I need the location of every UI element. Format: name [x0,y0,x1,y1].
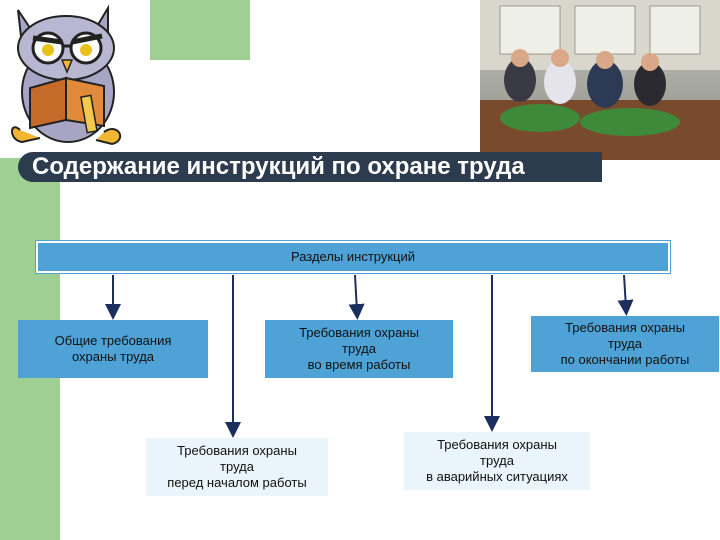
section-during-work: Требования охраны труда во время работы [265,320,453,378]
arrow-to-after-work [617,274,634,316]
page-title: Содержание инструкций по охране труда [32,153,525,180]
decorative-green-square [150,0,250,60]
section-before-work: Требования охраны труда перед началом ра… [146,438,328,496]
meeting-room-photo [480,0,720,160]
section-general: Общие требования охраны труда [18,320,208,378]
section-emergency: Требования охраны труда в аварийных ситу… [404,432,590,490]
section-after-work: Требования охраны труда по окончании раб… [531,316,719,372]
arrow-to-during-work [348,274,365,320]
owl-reading-book-illustration [11,4,122,146]
title-bar [18,152,602,182]
root-box: Разделы инструкций [36,241,670,273]
